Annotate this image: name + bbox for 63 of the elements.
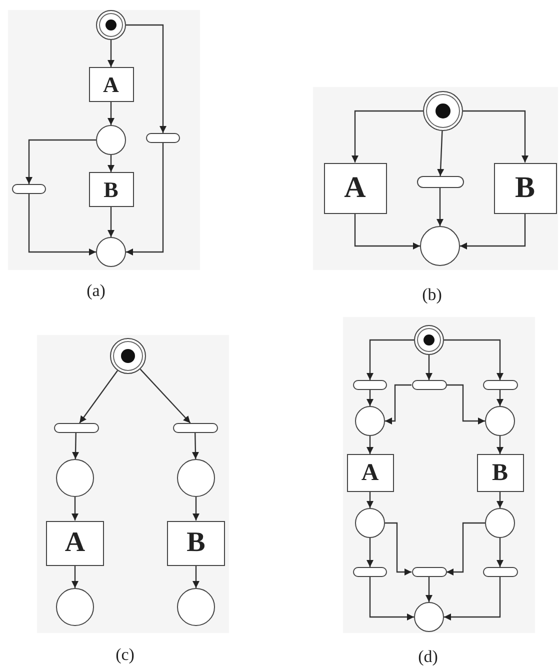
panel-caption: (b) [422,285,442,305]
arrow [140,368,191,424]
arrow [72,497,78,520]
arrow [192,432,199,460]
activity-box: A [324,162,386,214]
arrow [192,497,200,520]
transition-bar [412,567,446,577]
arrow [126,143,164,256]
arrow [385,522,412,576]
activity-box: B [494,162,556,214]
arrow [369,577,414,620]
arrow [108,40,114,67]
arrow [366,492,374,508]
arrow [72,432,80,460]
arrow [460,214,526,250]
arrow [72,566,78,588]
transition-bar [412,380,446,390]
arrow [108,155,114,172]
transition-bar [146,133,180,143]
arrow [426,355,432,380]
activity-box: A [88,67,134,102]
transition-bar [12,184,46,194]
arrow [192,566,200,588]
transition-bar [416,176,464,188]
transition-bar [54,423,98,433]
arrow [366,390,374,406]
transition-bar [353,567,387,577]
transition-bar [482,380,518,390]
activity-box: A [46,520,104,566]
activity-box: B [476,454,524,492]
arrow [444,577,501,620]
arrow [437,130,444,176]
arrow [436,188,444,226]
arrow [496,390,504,406]
transition-bar [482,567,518,577]
activity-box: B [88,172,134,207]
arrow [496,436,504,454]
panel-caption: (d) [418,647,438,667]
arrow [426,577,432,602]
arrow [366,339,414,380]
arrow [366,436,374,454]
arrow [496,538,504,567]
arrow [366,538,374,567]
arrow [385,384,412,424]
arrow [108,102,114,125]
arrow [126,24,166,133]
arrow [108,207,114,237]
arrow [446,384,485,424]
transition-bar [172,423,218,433]
arrow [496,492,504,508]
activity-box: A [346,454,394,492]
arrow [354,214,420,250]
panel-caption: (a) [86,281,106,301]
arrow [446,522,485,576]
arrow [28,194,96,256]
activity-box: B [167,520,225,566]
arrow [463,110,528,162]
transition-bar [353,380,387,390]
arrow [444,339,504,380]
arrow [79,370,118,424]
arrow [26,139,96,184]
arrow [352,110,423,162]
panel-caption: (c) [116,645,134,665]
